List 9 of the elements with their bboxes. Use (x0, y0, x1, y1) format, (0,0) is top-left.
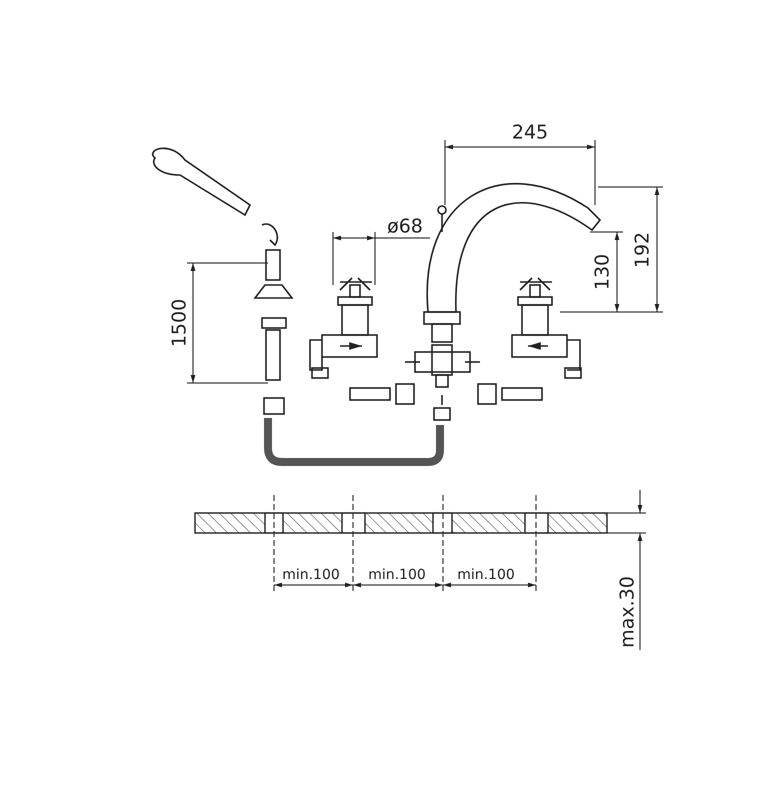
dimension-value: 1500 (170, 298, 190, 348)
dimension-value: max.30 (618, 576, 638, 648)
dimension-value: min.100 (457, 568, 515, 582)
dimension-value: min.100 (282, 568, 340, 582)
dimension-value: min.100 (368, 568, 426, 582)
dimension-value: 192 (634, 232, 652, 268)
dimension-value: 245 (512, 124, 548, 142)
dimension-value: ø68 (387, 218, 423, 236)
dimension-value: 130 (594, 254, 612, 290)
